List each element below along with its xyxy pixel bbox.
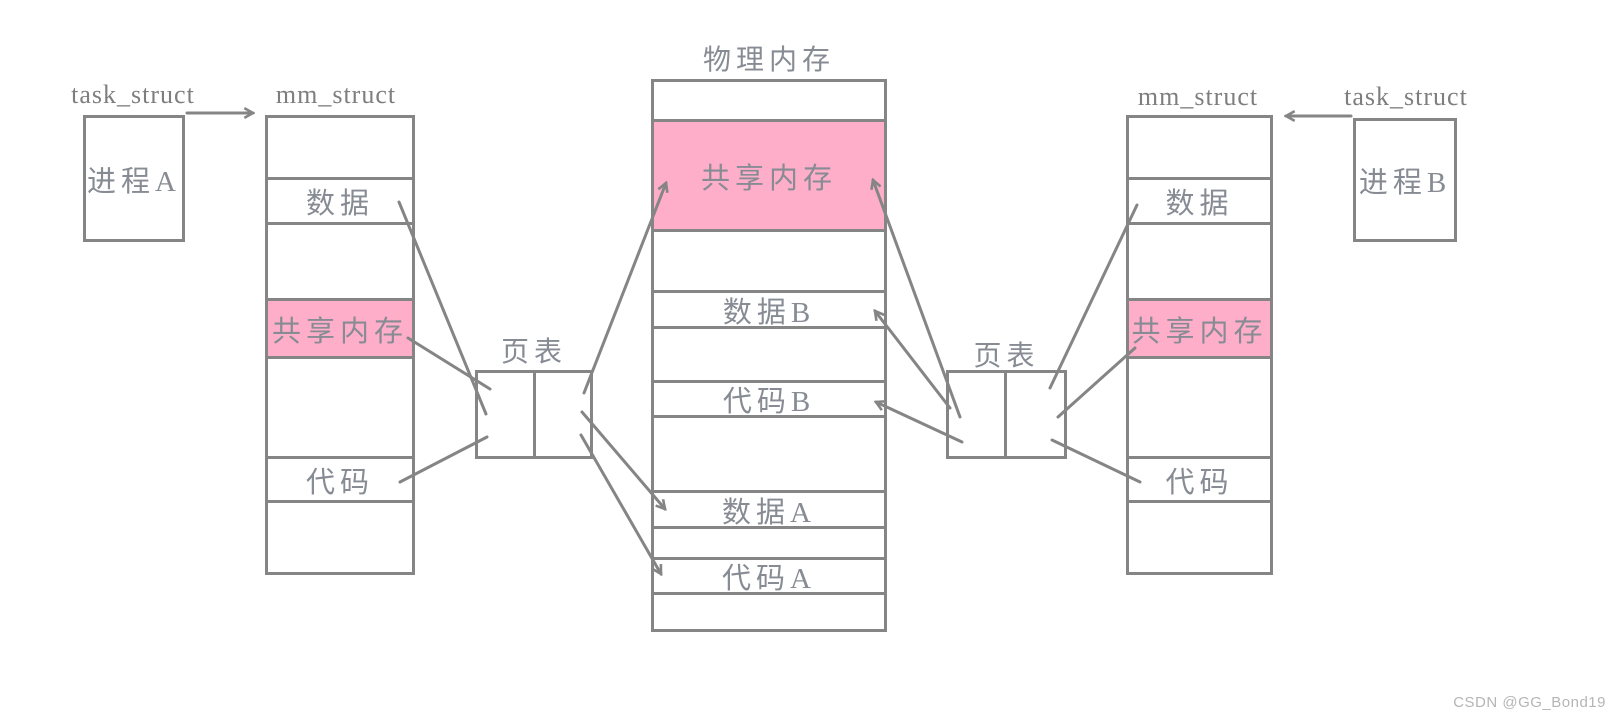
phys-cell-empty-6 [654, 595, 884, 629]
right-mm-cell-empty-3 [1129, 359, 1270, 459]
left-mm-cell-empty-2 [268, 225, 412, 301]
left-mm-code-label: 代码 [305, 466, 374, 499]
right-page-table-cell-left [949, 373, 1007, 456]
left-mm-cell-data: 数据 [268, 180, 412, 225]
left-mm-cell-empty-1 [268, 118, 412, 180]
right-mm-cell-data: 数据 [1129, 180, 1270, 225]
left-page-table-box [475, 370, 593, 459]
phys-cell-code-b: 代码B [654, 383, 884, 418]
watermark: CSDN @GG_Bond19 [1453, 694, 1606, 711]
physical-memory-title: 物理内存 [702, 45, 835, 76]
phys-cell-empty-3 [654, 329, 884, 383]
left-page-table-cell-left [478, 373, 536, 456]
right-page-table-label: 页表 [973, 341, 1040, 372]
phys-shared-memory-label: 共享内存 [700, 162, 837, 195]
right-mm-cell-shared-memory: 共享内存 [1129, 301, 1270, 359]
phys-cell-empty-4 [654, 418, 884, 493]
right-mm-code-label: 代码 [1165, 466, 1234, 499]
left-mm-shared-memory-label: 共享内存 [271, 315, 408, 348]
left-task-struct-label: task_struct [71, 80, 195, 109]
phys-cell-code-a: 代码A [654, 560, 884, 595]
phys-data-b-label: 数据B [722, 296, 816, 329]
right-mm-shared-memory-label: 共享内存 [1131, 315, 1268, 348]
phys-cell-shared-memory: 共享内存 [654, 122, 884, 232]
left-page-table-label: 页表 [500, 337, 567, 368]
process-b-name: 进程B [1358, 167, 1452, 199]
right-mm-cell-code: 代码 [1129, 459, 1270, 503]
process-a-name: 进程A [87, 165, 181, 198]
physical-memory-column: 共享内存 数据B 代码B 数据A 代码A [651, 79, 887, 632]
right-mm-struct-label: mm_struct [1137, 82, 1259, 111]
phys-cell-data-a: 数据A [654, 493, 884, 529]
left-mm-data-label: 数据 [305, 188, 374, 220]
left-mm-cell-empty-4 [268, 503, 412, 572]
line-b-shared-to-page-table [1056, 346, 1137, 419]
left-mm-struct-label: mm_struct [275, 80, 397, 109]
left-mm-cell-shared-memory: 共享内存 [268, 301, 412, 359]
left-page-table-cell-right [536, 373, 590, 456]
line-a-page-table-to-phys-code-a [579, 433, 663, 574]
right-task-struct-box: 进程B [1353, 118, 1457, 242]
right-mm-struct-column: 数据 共享内存 代码 [1126, 115, 1273, 575]
phys-cell-empty-1 [654, 82, 884, 122]
left-mm-cell-empty-3 [268, 359, 412, 459]
right-mm-cell-empty-4 [1129, 503, 1270, 572]
phys-code-b-label: 代码B [722, 386, 816, 418]
right-page-table-box [946, 370, 1067, 459]
phys-data-a-label: 数据A [722, 496, 816, 529]
left-task-struct-box: 进程A [83, 115, 185, 242]
right-mm-cell-empty-2 [1129, 225, 1270, 301]
phys-cell-data-b: 数据B [654, 293, 884, 329]
phys-cell-empty-2 [654, 232, 884, 293]
phys-cell-empty-5 [654, 529, 884, 560]
left-mm-struct-column: 数据 共享内存 代码 [265, 115, 415, 575]
left-mm-cell-code: 代码 [268, 459, 412, 503]
right-page-table-cell-right [1007, 373, 1064, 456]
right-task-struct-label: task_struct [1344, 82, 1468, 111]
phys-code-a-label: 代码A [722, 563, 816, 595]
right-mm-cell-empty-1 [1129, 118, 1270, 180]
right-mm-data-label: 数据 [1165, 188, 1234, 220]
